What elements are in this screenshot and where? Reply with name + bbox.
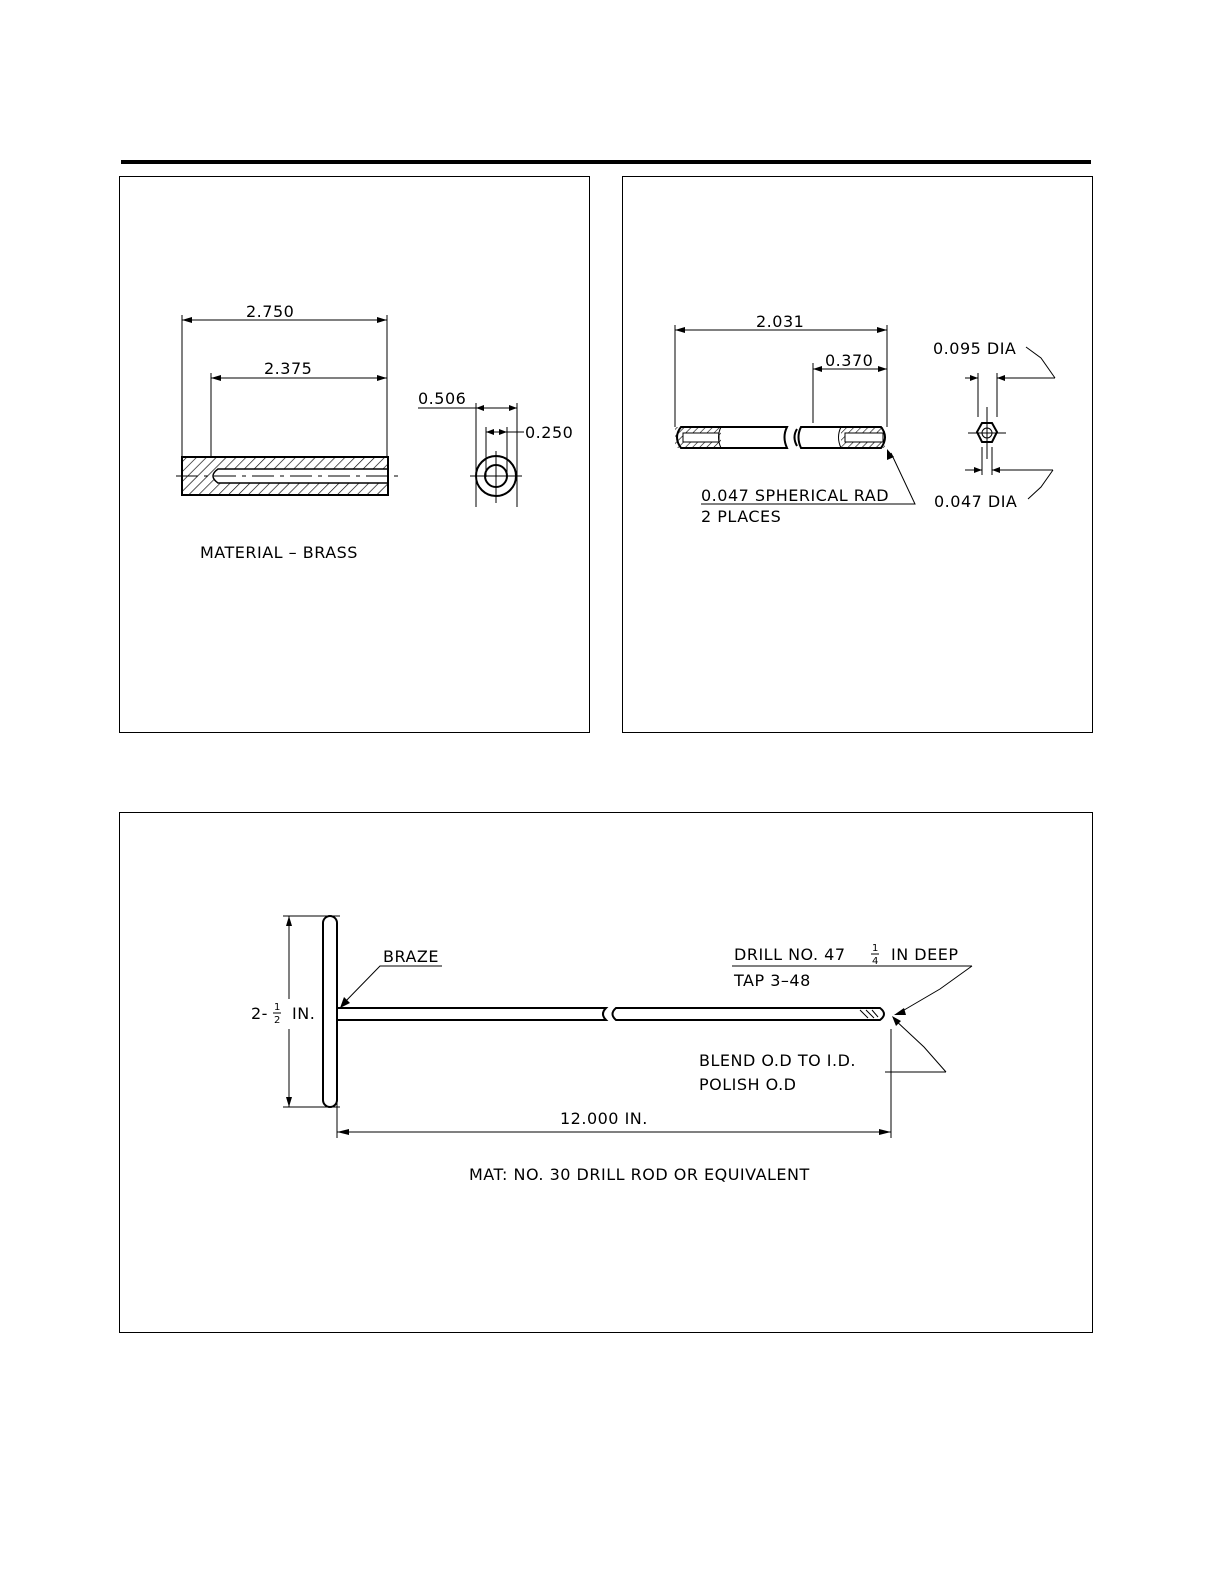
leader-large-dia (1026, 347, 1055, 378)
leader-drill (899, 966, 972, 1013)
dim-handle-numerator: 1 (274, 1002, 281, 1013)
sleeve-section (176, 457, 400, 495)
dim-handle-whole: 2- (251, 1004, 268, 1023)
note-tap: TAP 3–48 (733, 971, 811, 990)
drill-rod-tool-drawing: 2- 1 2 IN. BRAZE DRILL NO. 47 1 4 IN DEE… (120, 813, 1094, 1334)
note-blend: BLEND O.D TO I.D. (699, 1051, 856, 1070)
dim-overall-label: 2.031 (756, 312, 804, 331)
note-places: 2 PLACES (701, 507, 781, 526)
pin-drawing: 2.031 0.370 (623, 177, 1094, 734)
top-rule (121, 160, 1091, 164)
dim-length-label: 12.000 IN. (560, 1109, 648, 1128)
note-drill-depth: IN DEEP (891, 945, 958, 964)
note-drill-numerator: 1 (872, 943, 879, 954)
sleeve-end-view (470, 451, 522, 503)
dim-bore-depth-label: 2.375 (264, 359, 312, 378)
label-braze: BRAZE (383, 947, 439, 966)
note-drill: DRILL NO. 47 (734, 945, 846, 964)
pin-end-view (968, 407, 1006, 459)
material-note: MATERIAL – BRASS (200, 543, 358, 562)
dim-large-dia-label: 0.095 DIA (933, 339, 1016, 358)
dim-handle-unit: IN. (292, 1004, 315, 1023)
leader-braze (342, 966, 442, 1005)
dim-id-label: 0.250 (525, 423, 573, 442)
dim-od-label: 0.506 (418, 389, 466, 408)
pin-left-segment (675, 427, 787, 448)
rod-right-segment (613, 1008, 885, 1020)
dim-overall-label: 2.750 (246, 302, 294, 321)
panel-pin: 2.031 0.370 (622, 176, 1093, 733)
dim-end-label: 0.370 (825, 351, 873, 370)
dim-handle-denominator: 2 (274, 1015, 281, 1026)
panel-brass-sleeve: 2.750 2.375 0.506 0.250 MATE (119, 176, 590, 733)
pin-right-segment (795, 427, 886, 448)
leader-small-dia (1028, 470, 1053, 499)
leader-blend (894, 1019, 946, 1072)
brass-sleeve-drawing: 2.750 2.375 0.506 0.250 MATE (120, 177, 591, 734)
note-spherical-rad: 0.047 SPHERICAL RAD (701, 486, 889, 505)
dim-small-dia-label: 0.047 DIA (934, 492, 1017, 511)
rod-tap-hatch (860, 1010, 878, 1018)
tool-handle (323, 916, 337, 1107)
rod-left-segment (337, 1008, 606, 1020)
note-drill-denominator: 4 (872, 956, 879, 967)
material-note: MAT: NO. 30 DRILL ROD OR EQUIVALENT (469, 1165, 810, 1184)
panel-drill-rod-tool: 2- 1 2 IN. BRAZE DRILL NO. 47 1 4 IN DEE… (119, 812, 1093, 1333)
note-polish: POLISH O.D (699, 1075, 797, 1094)
